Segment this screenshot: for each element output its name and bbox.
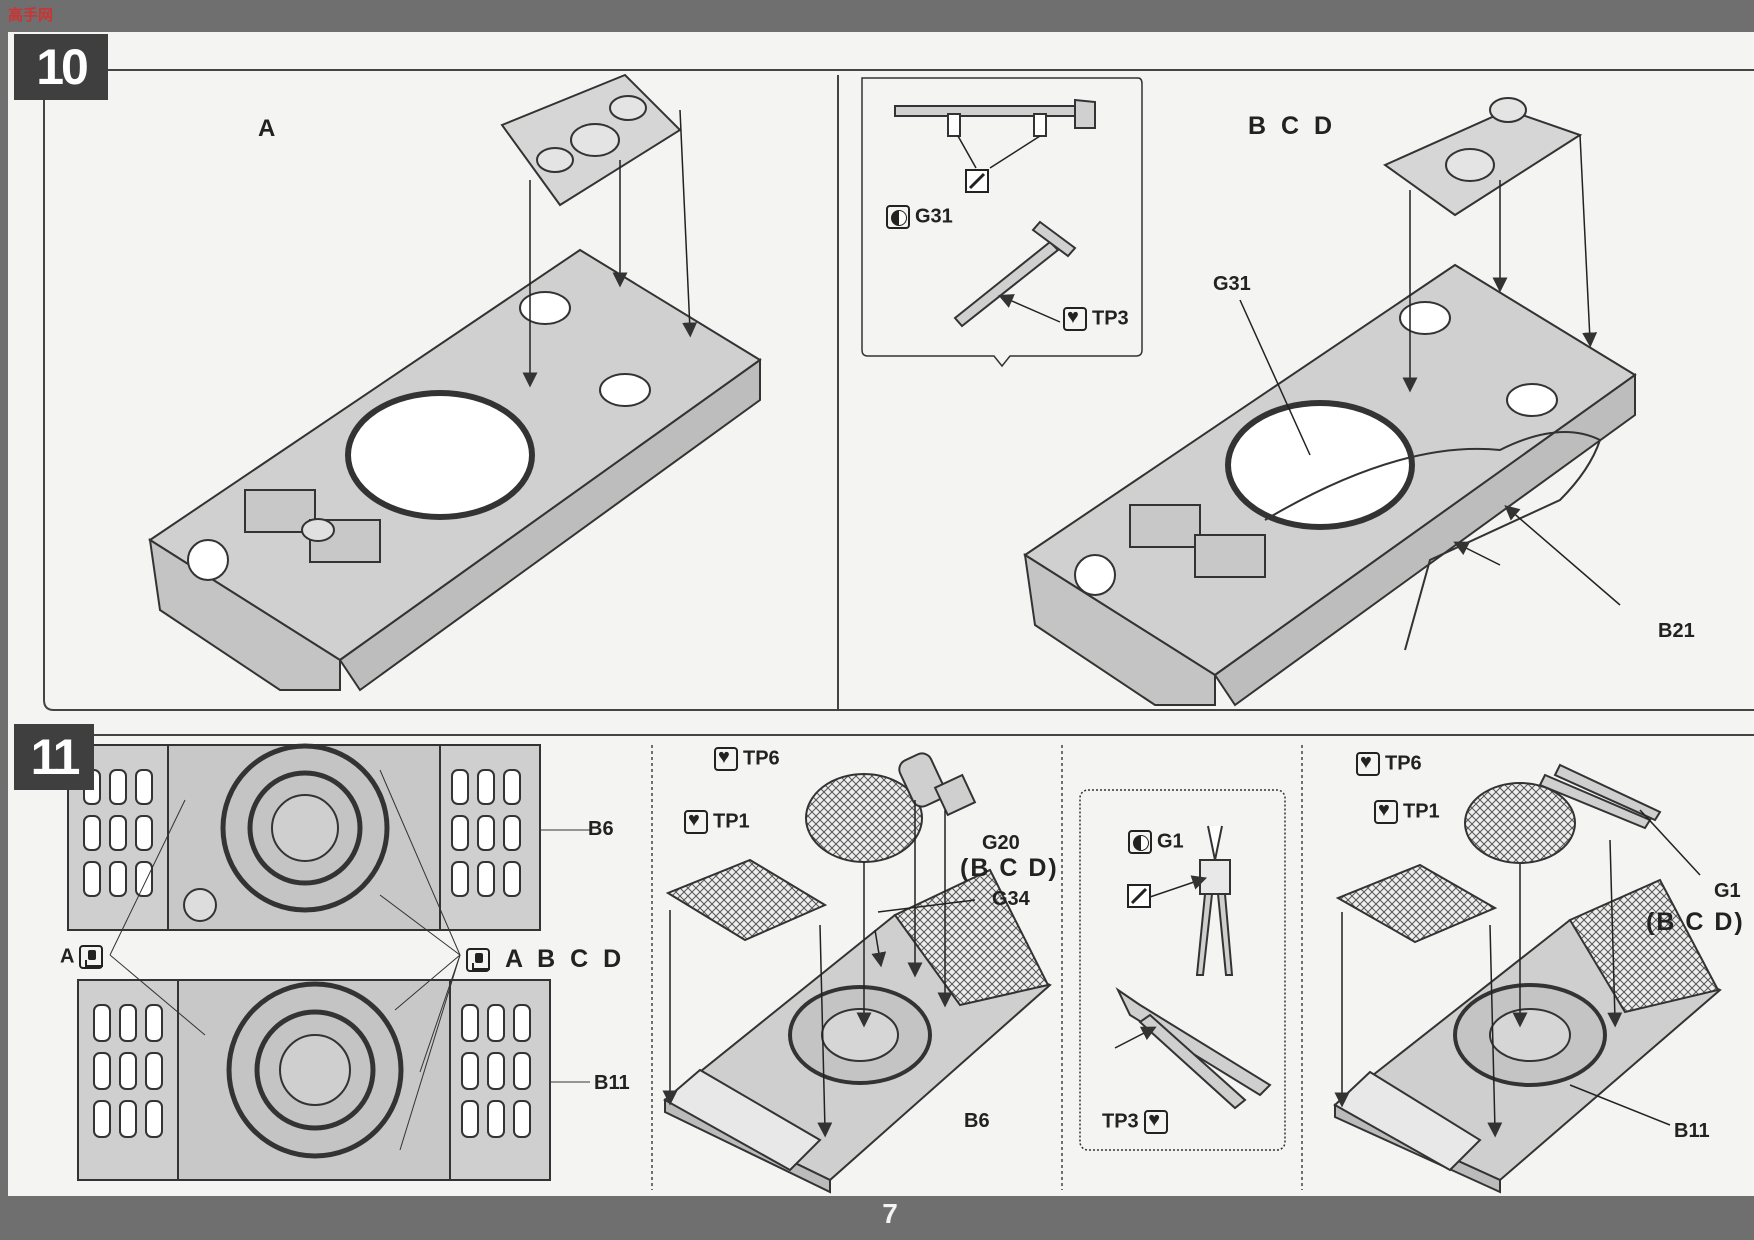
right-tp1-label: TP1: [1374, 799, 1440, 824]
part-g31-label: G31: [1213, 273, 1251, 295]
part-b6-label: B6: [588, 818, 614, 840]
tow-cable-b21: [1264, 431, 1602, 651]
version-a-glue: A: [60, 945, 108, 969]
callout10-tp3: TP3: [1063, 306, 1129, 331]
engine-deck-b6-grilles: [83, 769, 521, 897]
step-number-11: 11: [14, 724, 94, 790]
hull-a-drawing: [148, 73, 762, 692]
hull-bcd-arrows: [1239, 134, 1621, 606]
step11-callout-frame: [1079, 789, 1286, 1151]
photo-etch-icon: [1356, 751, 1380, 776]
view-bcd-label: B C D: [1248, 112, 1337, 140]
step-number-10: 10: [14, 34, 108, 100]
paint-icon: [1128, 830, 1152, 854]
part-g34-label: G34: [992, 888, 1030, 910]
bolt-cutter-tool-drawing: [1115, 825, 1272, 1110]
paint-icon: [886, 205, 910, 229]
part-b11-label: B11: [594, 1072, 630, 1094]
part-g20-label: G20: [982, 832, 1020, 854]
callout10-arrows: [957, 135, 1061, 323]
mid-b6-label: B6: [964, 1110, 990, 1132]
bolt-cutter-right-drawing: [1538, 763, 1662, 830]
photo-etch-icon: [714, 746, 738, 771]
mid-tp6-label: TP6: [714, 746, 780, 771]
mesh-tp1-right: [1335, 863, 1498, 944]
callout11-arrows: [1114, 875, 1208, 1049]
photo-etch-icon: [1063, 306, 1087, 331]
g20-variants-label: (B C D): [960, 854, 1059, 882]
engine-deck-b11-grilles: [93, 1004, 531, 1138]
hammer-tool-drawing: [894, 98, 1096, 328]
part-b21-label: B21: [1658, 620, 1695, 642]
right-tp6-label: TP6: [1356, 751, 1422, 776]
callout10-g31: G31: [886, 205, 953, 229]
hull-a-arrows: [522, 109, 698, 388]
version-abcd-glue: A B C D: [466, 945, 625, 974]
mesh-tp6-mid: [805, 773, 923, 863]
mid-tp1-label: TP1: [684, 809, 750, 834]
g1-variants-label: (B C D): [1646, 908, 1745, 936]
view-a-label: A: [258, 115, 276, 142]
right-b11-label: B11: [1674, 1120, 1710, 1142]
watermark-logo: 高手网: [8, 7, 54, 24]
step11-mid-arrows: [662, 800, 976, 1138]
photo-etch-icon: [1144, 1109, 1169, 1134]
step10-frame: [43, 69, 1754, 711]
photo-etch-icon: [684, 809, 708, 834]
step10-callout-frame: [861, 77, 1143, 368]
page-number: 7: [882, 1198, 898, 1229]
engine-deck-mid-drawing: [663, 868, 1052, 1194]
g20-part-drawing: [898, 752, 977, 817]
step11-right-arrows: [1334, 809, 1701, 1138]
mesh-tp6-right: [1464, 782, 1576, 864]
callout11-tp3: TP3: [1102, 1109, 1173, 1134]
step11-left-leaders: [109, 769, 590, 1151]
mesh-tp1-mid: [665, 858, 828, 942]
right-g1-label: G1: [1714, 880, 1741, 902]
photo-etch-icon: [1374, 799, 1398, 824]
glue-icon: [79, 945, 104, 969]
glue-icon: [466, 948, 490, 973]
hull-bcd-drawing: [1023, 97, 1637, 707]
callout11-g1: G1: [1128, 830, 1184, 854]
